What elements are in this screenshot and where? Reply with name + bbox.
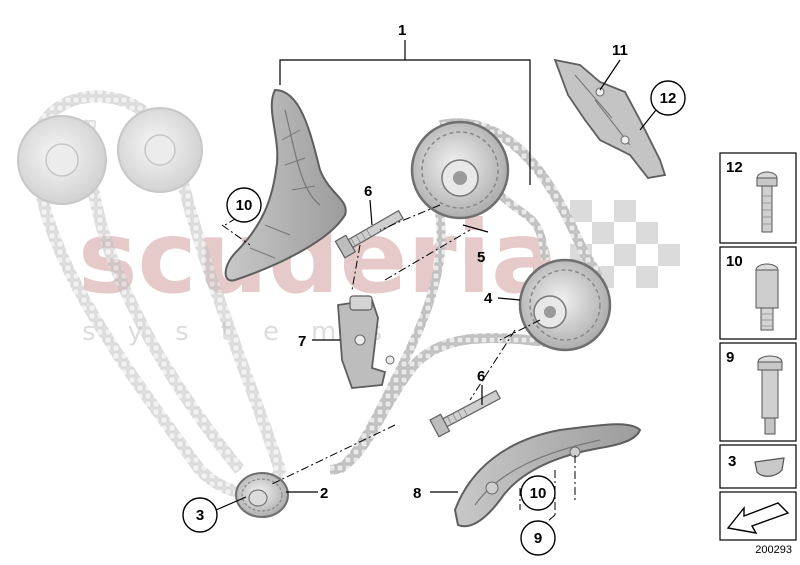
tensioner-rail bbox=[224, 88, 347, 282]
legend-item-3: 3 bbox=[719, 444, 797, 489]
callouts: 1 2 4 5 6 6 7 8 11 3 10 10 9 12 bbox=[182, 22, 686, 556]
callout-1: 1 bbox=[398, 22, 406, 39]
svg-text:12: 12 bbox=[660, 90, 677, 107]
guide-rail bbox=[453, 423, 642, 528]
callout-2: 2 bbox=[320, 485, 328, 502]
tensioner-module bbox=[553, 58, 667, 179]
bolt-icon bbox=[756, 171, 778, 233]
callout-circle-10-upper: 10 bbox=[226, 187, 262, 223]
bolt-upper bbox=[334, 209, 404, 259]
woodruff-key-icon bbox=[754, 457, 785, 477]
callout-8: 8 bbox=[413, 485, 421, 502]
svg-text:10: 10 bbox=[530, 485, 547, 502]
callout-circle-3: 3 bbox=[182, 497, 218, 533]
crankshaft-sprocket bbox=[235, 472, 289, 518]
svg-text:9: 9 bbox=[534, 530, 542, 547]
arrow-icon bbox=[726, 502, 790, 534]
camshaft-sprocket-upper bbox=[410, 120, 510, 220]
callout-6-lower: 6 bbox=[477, 368, 485, 385]
callout-circle-12: 12 bbox=[650, 80, 686, 116]
guide-pin-icon bbox=[757, 355, 783, 435]
svg-text:10: 10 bbox=[236, 197, 253, 214]
callout-4: 4 bbox=[484, 290, 493, 307]
leader-lines bbox=[279, 40, 657, 493]
callout-circle-10-lower: 10 bbox=[520, 475, 556, 511]
svg-text:3: 3 bbox=[728, 453, 736, 470]
faded-timing-chain bbox=[17, 90, 287, 499]
callout-11: 11 bbox=[612, 42, 628, 59]
svg-text:9: 9 bbox=[726, 349, 734, 366]
callout-7: 7 bbox=[298, 333, 306, 350]
legend-item-9: 9 bbox=[719, 342, 797, 442]
sleeve-bolt-icon bbox=[755, 263, 779, 331]
diagram-reference-number: 200293 bbox=[755, 544, 792, 556]
chain-tensioner bbox=[337, 295, 395, 389]
svg-text:10: 10 bbox=[726, 253, 743, 270]
svg-text:12: 12 bbox=[726, 159, 743, 176]
callout-5: 5 bbox=[477, 249, 485, 266]
bolt-lower bbox=[429, 389, 501, 438]
callout-circle-9: 9 bbox=[520, 520, 556, 556]
legend-item-12: 12 bbox=[719, 152, 797, 244]
parts-legend: 12 10 9 bbox=[719, 152, 797, 541]
callout-6-upper: 6 bbox=[364, 183, 372, 200]
svg-text:3: 3 bbox=[196, 507, 204, 524]
legend-item-10: 10 bbox=[719, 246, 797, 340]
legend-item-arrow bbox=[719, 491, 797, 541]
camshaft-sprocket-lower bbox=[518, 258, 612, 352]
